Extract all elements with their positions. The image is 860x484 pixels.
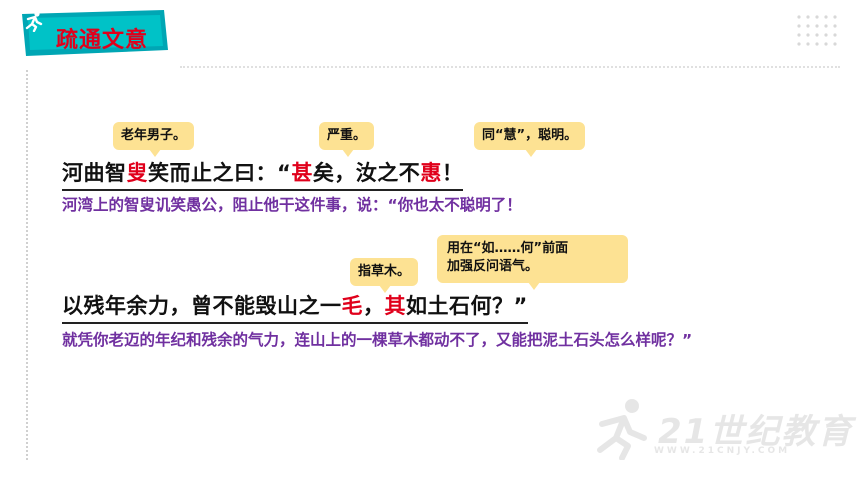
note-serious: 严重。 <box>319 122 375 157</box>
highlight-shen: 甚 <box>291 161 313 185</box>
watermark-runner-icon <box>597 399 647 461</box>
watermark-text: 21世纪教育 <box>658 412 854 452</box>
runner-icon <box>25 11 43 32</box>
banner-shape <box>22 10 168 56</box>
classical-sentence-1: 河曲智叟笑而止之曰：“甚矣，汝之不惠！ <box>62 157 464 191</box>
note-text: 老年男子。 <box>121 128 187 143</box>
section-banner: 疏通文意 <box>22 10 168 58</box>
highlight-mao: 毛 <box>341 294 363 318</box>
dot-grid-decoration <box>797 15 837 46</box>
watermark: 21世纪教育 WWW.21CNJY.COM <box>588 396 858 476</box>
note-wise: 同“慧”，聪明。 <box>474 122 586 157</box>
note-text: 同“慧”，聪明。 <box>482 128 578 143</box>
banner-title: 疏通文意 <box>56 28 149 53</box>
translation-2: 就凭你老迈的年纪和残余的气力，连山上的一棵草木都动不了，又能把泥土石头怎么样呢？… <box>62 331 693 349</box>
note-grass: 指草木。 <box>350 258 419 293</box>
note-text: 指草木。 <box>358 264 411 279</box>
note-text-line-2: 加强反问语气。 <box>447 259 539 274</box>
translation-1: 河湾上的智叟讥笑愚公，阻止他干这件事，说：“你也太不聪明了！ <box>62 196 522 214</box>
note-text-line-1: 用在“如……何”前面 <box>447 241 569 256</box>
highlight-hui: 惠 <box>420 161 442 185</box>
note-rhetorical: 用在“如……何”前面 加强反问语气。 <box>437 235 628 290</box>
highlight-qi: 其 <box>384 294 406 318</box>
classical-sentence-2: 以残年余力，曾不能毁山之一毛，其如土石何？” <box>62 290 528 324</box>
left-dotted-divider <box>26 70 28 460</box>
note-old-man: 老年男子。 <box>113 122 195 157</box>
watermark-url: WWW.21CNJY.COM <box>654 446 791 456</box>
highlight-sou: 叟 <box>126 161 148 185</box>
top-dotted-divider <box>180 66 840 68</box>
note-text: 严重。 <box>327 128 367 143</box>
